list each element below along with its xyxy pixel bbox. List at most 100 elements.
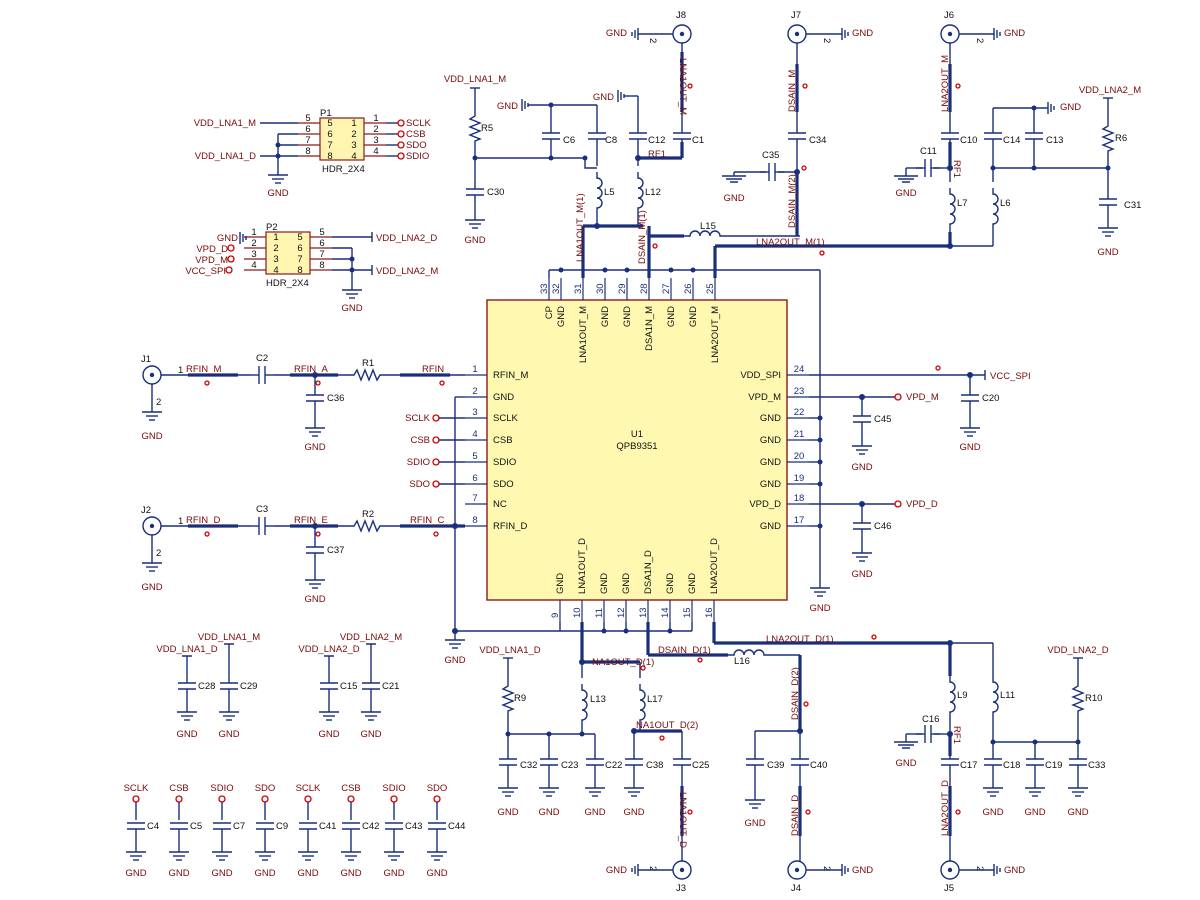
gnd-label-p1: GND [267,188,288,199]
cap-c33[interactable] [1068,755,1088,769]
l12-label: L12 [645,187,661,198]
ic-pin-number: 3 [472,407,477,418]
net-dsain-m1: DSAIN_M(1) [637,210,648,264]
cap-c36[interactable] [305,391,325,405]
cap-c39[interactable] [745,755,765,769]
header-p2-body[interactable] [265,231,311,275]
cap-c37[interactable] [305,543,325,557]
cap-c3[interactable] [249,516,275,536]
ic-pin-name: GND [666,306,677,327]
inductor-l9[interactable] [949,675,956,721]
cap-c25[interactable] [672,755,692,769]
ic-pin-number: 31 [573,283,584,294]
net-rf1-top: RF1 [648,149,666,160]
resistor-r1[interactable] [349,369,387,381]
c21-label: C21 [382,681,399,692]
inductor-l6[interactable] [992,187,999,233]
resistor-r10[interactable] [1072,681,1084,715]
resistor-r6[interactable] [1102,121,1114,155]
cap-c31[interactable] [1098,195,1118,209]
header-inner-number: 6 [327,129,332,140]
inductor-l16[interactable] [727,649,773,656]
cap-c30[interactable] [465,185,485,199]
inductor-l12[interactable] [637,171,644,217]
cap-c17[interactable] [940,755,960,769]
cap-c13[interactable] [1024,129,1044,143]
inductor-l13[interactable] [581,683,588,729]
ic-pin-number: 33 [539,283,550,294]
r5-label: R5 [481,123,493,134]
cap-c12[interactable] [628,129,648,143]
cap-c8[interactable] [587,129,607,143]
cap-c18[interactable] [983,755,1003,769]
decoupling-caps-lna: VDD_LNA1_D VDD_LNA1_M C28 C29 GND GND VD… [156,632,402,740]
gnd-label-c31: GND [1097,247,1118,258]
net-vdd-lna2-m-r6: VDD_LNA2_M [1079,85,1141,96]
l17-label: L17 [647,694,663,705]
c11-label: C11 [920,146,937,157]
cap-c28[interactable] [177,679,197,693]
inductor-l11[interactable] [992,675,999,721]
inductor-l5[interactable] [596,171,603,217]
cap-c14[interactable] [983,129,1003,143]
cap-c23[interactable] [539,755,559,769]
cap-c22[interactable] [585,755,605,769]
ic-u1[interactable]: U1 QPB9351 1RFIN_M2GND3SCLK4CSB5SDIO6SDO… [465,278,809,622]
l13-label: L13 [590,694,606,705]
gnd-label-c23: GND [538,807,559,818]
header-pin-number: 7 [319,249,324,260]
cap-c46[interactable] [852,519,872,533]
ic-body[interactable] [486,299,788,601]
ic-pin-number: 17 [794,515,805,526]
r9-label: R9 [514,693,526,704]
cap-c6[interactable] [541,129,561,143]
cap-c15[interactable] [319,679,339,693]
header-inner-number: 5 [297,232,302,243]
ic-pin-name: SCLK [493,413,518,424]
resistor-r2[interactable] [349,520,387,532]
cap-c38[interactable] [624,755,644,769]
header-pin-number: 6 [319,238,324,249]
bottom-network: NA1OUT_D(1) L13 L17 NA1OUT_D(2) VDD_LNA1… [479,622,1109,894]
ic-pin-number: 9 [550,613,561,618]
top-network: VDD_LNA1_M R5 C30 GND GND C6 C8 L5 [444,10,1141,278]
ic-pin-number: 30 [595,283,606,294]
cap-c10[interactable] [940,129,960,143]
header-pin-number: 6 [305,124,310,135]
cap-c2[interactable] [249,365,275,385]
cap-c1[interactable] [672,129,692,143]
net-lna2out-d1: LNA2OUT_D(1) [766,634,834,645]
cap-c19[interactable] [1025,755,1045,769]
resistor-r5[interactable] [469,111,481,145]
cap-c45[interactable] [852,412,872,426]
gnd-label-c38: GND [623,807,644,818]
c34-label: C34 [809,135,826,146]
cap-c21[interactable] [361,679,381,693]
net-rfin-e: RFIN_E [294,515,328,526]
left-control-signals: SCLK CSB SDIO SDO GND [405,396,560,666]
net-lna2out-m: LNA2OUT_M [940,55,951,112]
header-inner-number: 1 [273,232,278,243]
resistor-r9[interactable] [502,681,514,715]
cap-c40[interactable] [790,755,810,769]
cap-c29[interactable] [219,679,239,693]
header-p1-body[interactable] [319,117,365,161]
ic-pin-name: CP [544,306,555,319]
cap-c32[interactable] [498,755,518,769]
j1-pin1: 1 [178,365,183,376]
inductor-l7[interactable] [949,187,956,233]
cap-c20[interactable] [960,391,980,405]
j8-pin: 2 [647,38,658,43]
cap-c34[interactable] [787,129,807,143]
header-pin-number: 3 [373,135,378,146]
